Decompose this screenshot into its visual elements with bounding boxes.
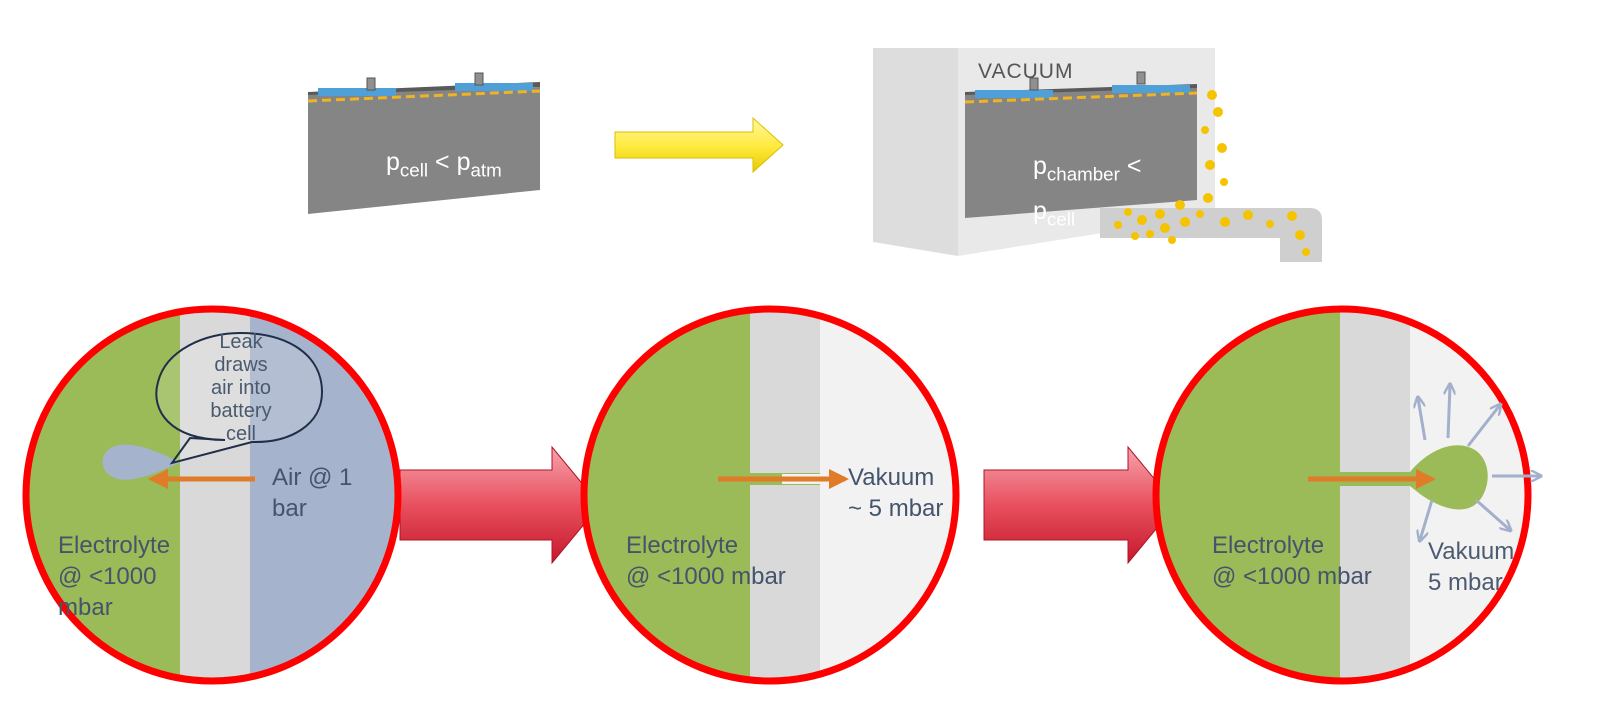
electrolyte-label-3: Electrolyte @ <1000 mbar [1212, 530, 1372, 592]
cell-label-p2: p [456, 148, 471, 176]
label-line: ~ 5 mbar [848, 495, 944, 522]
cell-label-sub: cell [399, 159, 429, 181]
electrolyte-label-1: Electrolyte @ <1000 mbar [58, 530, 170, 623]
label-line: mbar [58, 594, 113, 621]
chamber-label-sub: chamber [1046, 163, 1120, 185]
vacuum-pressure-label-2: Vakuum ~ 5 mbar [848, 462, 943, 524]
label-line: Electrolyte [626, 532, 739, 559]
callout-line: draws [214, 354, 268, 376]
chamber-label-p: p [1033, 152, 1047, 180]
chamber-label-op: < [1126, 152, 1142, 180]
label-line: @ <1000 [58, 563, 157, 590]
cell-label-op: < [435, 148, 450, 176]
panel-1 [22, 305, 402, 685]
chamber-label-p2: p [1033, 196, 1047, 225]
transition-arrow [614, 116, 784, 174]
transition-arrow-2 [983, 445, 1177, 565]
air-pressure-label: Air @ 1 bar [272, 462, 352, 524]
callout-line: Leak [219, 331, 263, 353]
cell-label-p: p [386, 148, 400, 176]
label-line: Vakuum [848, 464, 935, 491]
cell-pressure-label: pcell < patm [386, 148, 502, 182]
label-line: 5 mbar [1428, 569, 1503, 596]
leak-callout: Leak draws air into battery cell [188, 331, 294, 446]
label-line: Electrolyte [58, 532, 171, 559]
callout-line: air into [210, 377, 272, 399]
panel-3 [1152, 305, 1560, 685]
label-line: @ <1000 mbar [626, 563, 786, 590]
gas-particles [1114, 90, 1310, 256]
expansion-arrows [1418, 385, 1540, 540]
chamber-pressure-label: pchamber < pcell [1033, 148, 1141, 237]
label-line: Air @ 1 [272, 464, 353, 491]
electrolyte-label-2: Electrolyte @ <1000 mbar [626, 530, 786, 592]
callout-line: battery [210, 400, 272, 422]
label-line: Vakuum [1428, 538, 1515, 565]
cell-label-sub2: atm [470, 159, 502, 181]
label-line: @ <1000 mbar [1212, 563, 1372, 590]
label-line: bar [272, 495, 307, 522]
battery-cell [307, 72, 541, 214]
transition-arrow-1 [399, 445, 601, 565]
vacuum-pressure-label-3: Vakuum 5 mbar [1428, 536, 1514, 598]
label-line: Electrolyte [1212, 532, 1325, 559]
callout-line: cell [225, 423, 256, 445]
chamber-title: VACUUM [978, 60, 1074, 83]
chamber-label-sub2: cell [1046, 208, 1076, 230]
vacuum-chamber [873, 48, 1322, 262]
